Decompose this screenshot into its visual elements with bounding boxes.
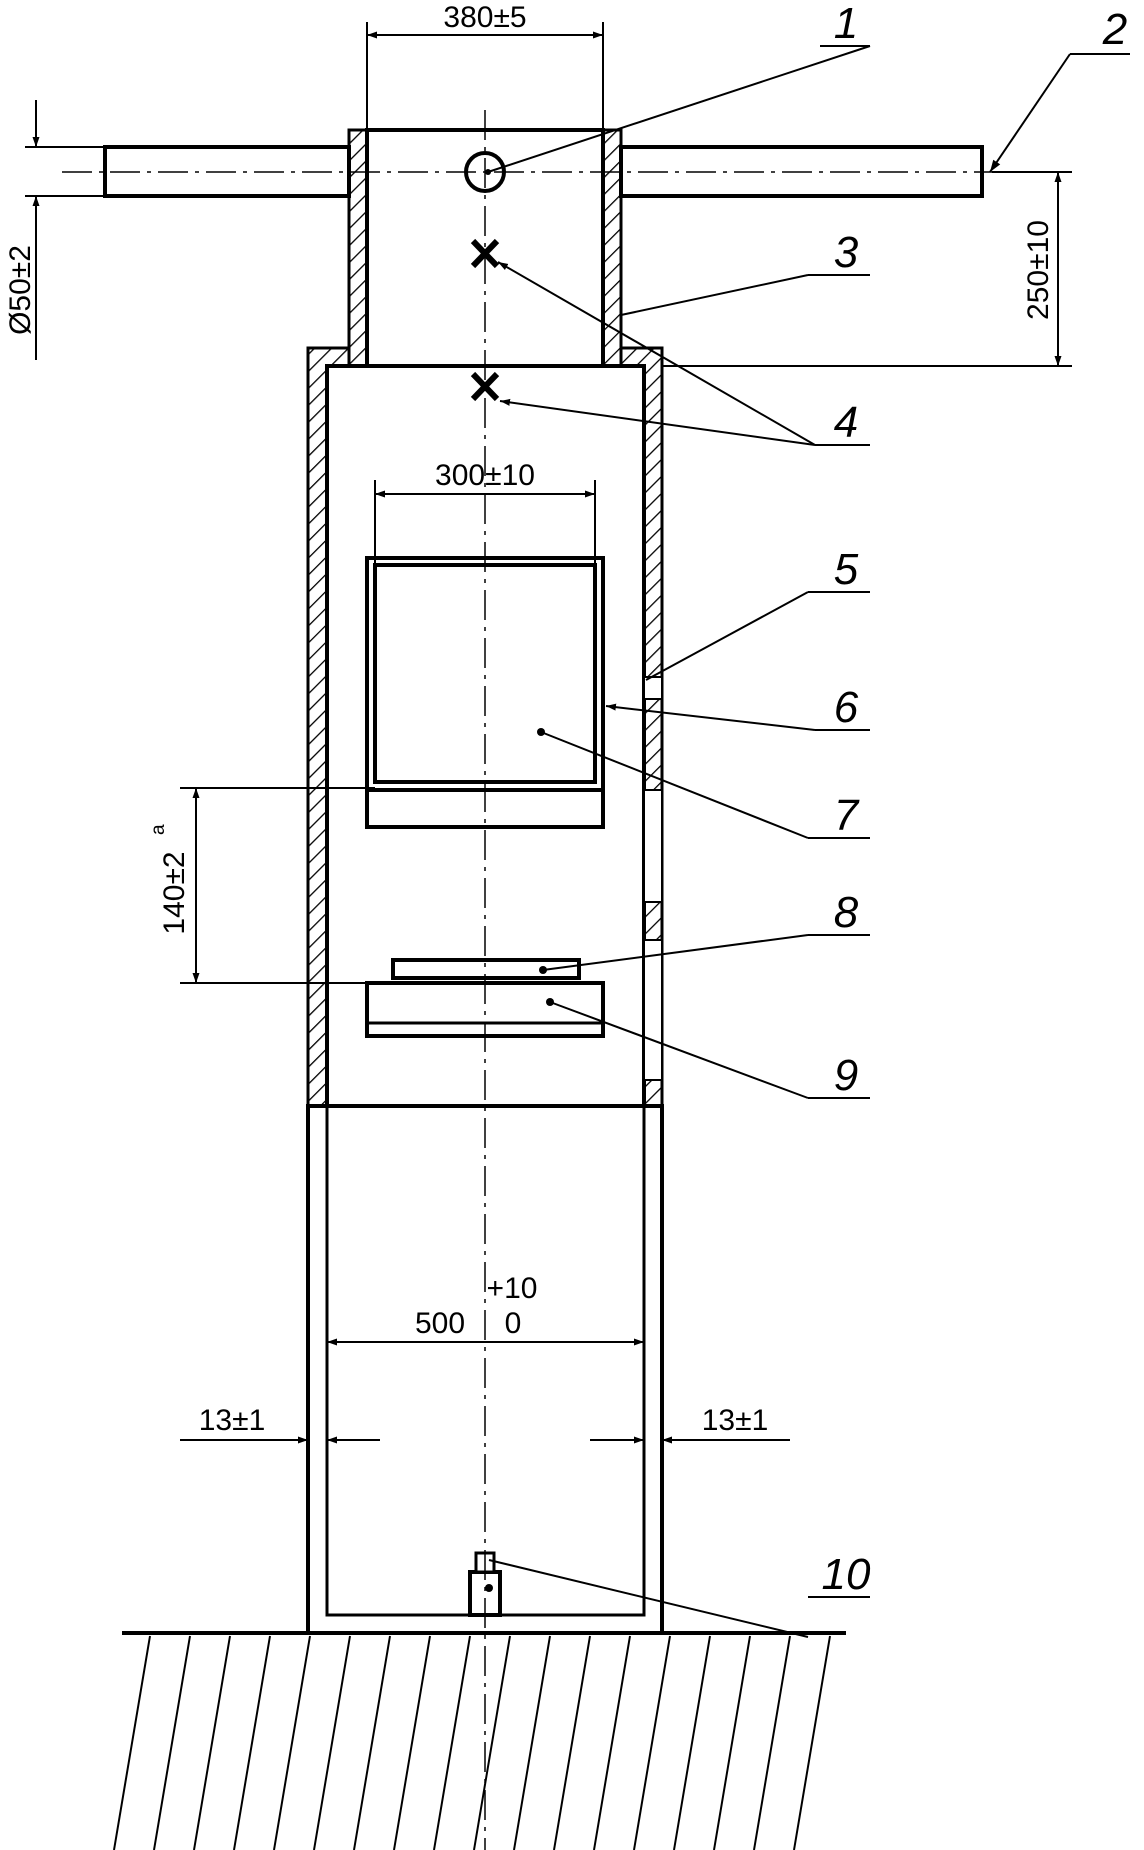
dim-window-gap-note: a [148,824,169,835]
dim-window-width: 300±10 [435,459,535,492]
dim-window-gap-value: 140±2 [158,851,191,934]
horizontal-rod [62,145,992,198]
dim-inner-width-tol-upper: +10 [487,1272,538,1305]
callout-7: 7 [834,791,860,840]
measurement-marks [464,151,506,402]
dim-rod-height: 250±10 [1022,220,1055,320]
upper-chimney [347,128,623,368]
ground [113,1631,846,1850]
reference-circle-icon [464,151,506,193]
callout-9: 9 [834,1051,858,1100]
dim-rod-diameter: Ø50±2 [4,245,37,335]
cross-mark-icon [470,238,500,269]
leader-dots [485,169,554,1592]
leader-lines [487,45,1130,1638]
dim-window-gap: 140±2 a [148,824,191,935]
callout-10: 10 [822,1550,871,1599]
callout-8: 8 [834,888,859,937]
dim-wall-left: 13±1 [199,1404,266,1437]
callout-2: 2 [1102,5,1127,54]
callout-5: 5 [834,545,859,594]
dim-wall-right: 13±1 [702,1404,769,1437]
dim-top-width: 380±5 [443,1,526,34]
callout-6: 6 [834,683,859,732]
cross-mark-icon [470,371,500,402]
callout-4: 4 [834,398,858,447]
dim-inner-width: 500 [415,1307,465,1340]
dim-inner-width-tol-lower: 0 [505,1307,522,1340]
callout-3: 3 [834,228,859,277]
dimension-lines [25,22,1072,1444]
callout-1: 1 [834,0,858,48]
